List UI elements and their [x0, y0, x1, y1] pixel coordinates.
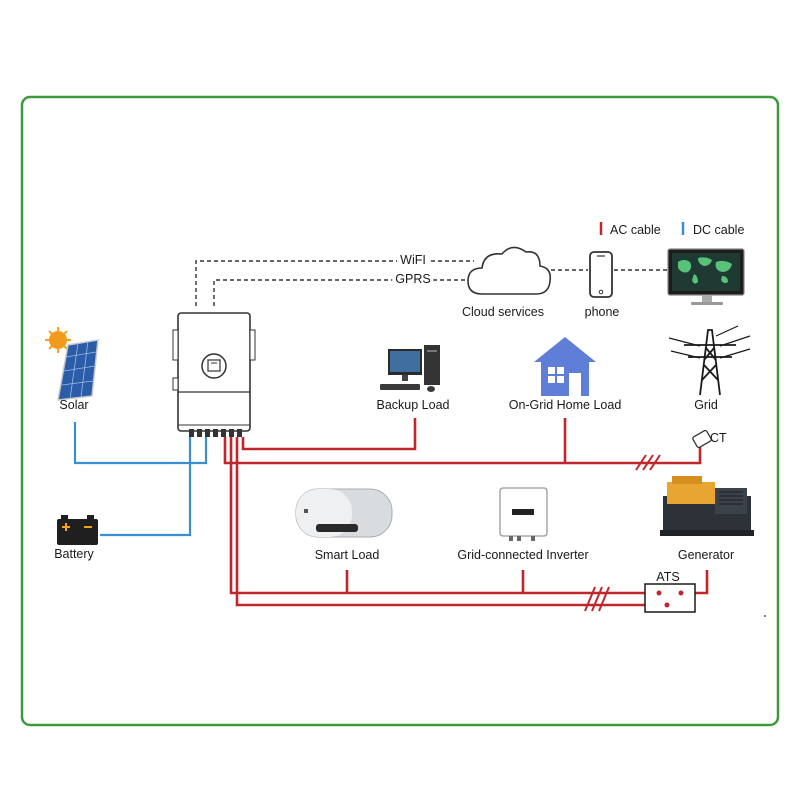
ats-switch — [644, 583, 696, 613]
battery-icon — [57, 515, 98, 545]
ac-generator-line-1 — [229, 437, 659, 595]
ct-label: CT — [710, 431, 727, 445]
string-inverter-icon — [499, 487, 548, 541]
hybrid-inverter-icon — [172, 312, 256, 437]
dc-solar-line — [73, 422, 208, 465]
wifi-line — [195, 260, 474, 306]
grid-label: Grid — [694, 398, 718, 412]
grid-inverter-label: Grid-connected Inverter — [457, 548, 589, 562]
sun-icon — [45, 327, 71, 353]
smart-load-label: Smart Load — [314, 548, 380, 562]
generator-icon — [660, 476, 754, 536]
phone-label: phone — [584, 305, 620, 319]
backup-load-label: Backup Load — [376, 398, 450, 412]
phone-icon — [589, 251, 613, 298]
water-heater-icon — [295, 488, 393, 538]
ac-grid-line — [223, 437, 702, 465]
cloud-label: Cloud services — [462, 305, 544, 319]
gprs-label: GPRS — [392, 272, 434, 286]
diagram-frame — [20, 95, 780, 727]
dc-cables — [73, 422, 208, 537]
solar-panel-icon — [57, 339, 99, 401]
generator-label: Generator — [677, 548, 735, 562]
cable-break-marks — [584, 454, 661, 612]
ac-backup-line — [241, 418, 417, 451]
power-tower-icon — [668, 325, 751, 396]
legend-dc-label: DC cable — [693, 223, 745, 237]
wifi-label: WiFI — [397, 253, 429, 267]
monitor-icon — [667, 248, 745, 305]
desktop-computer-icon — [380, 345, 440, 392]
ats-label: ATS — [656, 570, 680, 584]
dc-battery-line — [100, 437, 192, 537]
battery-label: Battery — [54, 547, 94, 561]
gprs-line — [213, 279, 474, 306]
home-load-label: On-Grid Home Load — [508, 398, 622, 412]
legend-ac-label: AC cable — [610, 223, 661, 237]
cloud-icon — [467, 246, 552, 295]
solar-label: Solar — [59, 398, 89, 412]
ac-generator-line-2 — [235, 437, 659, 607]
ct-clamp-icon — [692, 429, 712, 449]
house-icon — [534, 337, 596, 396]
